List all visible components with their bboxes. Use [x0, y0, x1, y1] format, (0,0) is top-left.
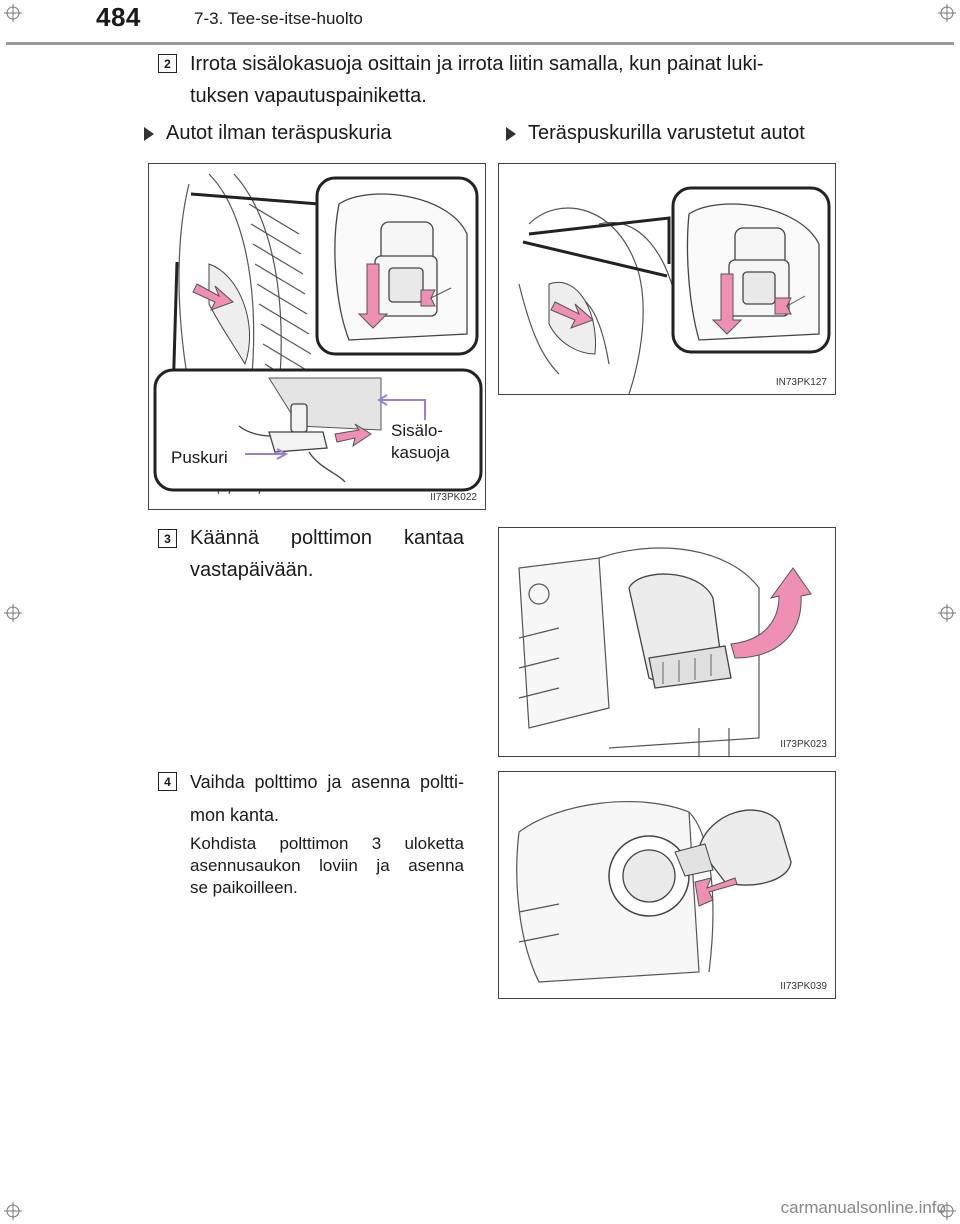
bulb-base-illustration [518, 547, 812, 756]
step-3-instruction: Käännä polttimon kantaa vastapäivään. [190, 522, 464, 586]
step-2-line-1: Irrota sisälokasuoja osittain ja irrota … [190, 53, 764, 75]
figure-turn-bulb-base: II73PK023 [498, 527, 836, 757]
subheading-without-steel-bumper: Autot ilman teräspuskuria [144, 122, 392, 145]
crop-mark-icon [938, 1202, 956, 1220]
crop-mark-icon [4, 1202, 22, 1220]
connector-illustration [518, 186, 831, 394]
subheading-with-steel-bumper: Teräspuskurilla varustetut autot [506, 122, 805, 145]
step-4-note: Kohdista polttimon 3 uloketta asennusauk… [190, 833, 464, 899]
step-4-line-1: Vaihda polttimo ja asenna poltti- [190, 772, 464, 792]
step-badge: 4 [158, 772, 177, 791]
label-inner-liner-line-1: Sisälo- [391, 421, 443, 440]
subheading-label: Teräspuskurilla varustetut autot [528, 122, 805, 144]
figure-replace-bulb: II73PK039 [498, 771, 836, 999]
step-4-line-2: mon kanta. [190, 805, 280, 825]
crop-mark-icon [4, 604, 22, 622]
triangle-bullet-icon [144, 126, 154, 141]
step-4-note-line-2: asennusaukon loviin ja asenna [190, 856, 464, 875]
step-badge: 3 [158, 529, 177, 548]
figure-code: IN73PK127 [775, 377, 827, 388]
step-4-note-line-1: Kohdista polttimon 3 uloketta [190, 834, 464, 853]
step-2-instruction: Irrota sisälokasuoja osittain ja irrota … [190, 48, 840, 112]
triangle-bullet-icon [506, 126, 516, 141]
crop-mark-icon [938, 604, 956, 622]
figure-connector-steel-bumper: IN73PK127 [498, 163, 836, 395]
label-bumper: Puskuri [171, 448, 228, 467]
crop-mark-icon [4, 4, 22, 22]
step-3-line-1: Käännä polttimon kantaa [190, 527, 464, 549]
step-4-instruction: Vaihda polttimo ja asenna poltti- mon ka… [190, 766, 464, 832]
crop-mark-icon [938, 4, 956, 22]
replace-bulb-illustration [516, 800, 792, 983]
step-4-note-line-3: se paikoilleen. [190, 878, 298, 897]
label-inner-liner-line-2: kasuoja [391, 443, 450, 462]
step-2-line-2: tuksen vapautuspainiketta. [190, 85, 427, 107]
label-inner-liner: Sisälo- kasuoja [391, 420, 450, 464]
header-rule [6, 42, 954, 45]
figure-code: II73PK039 [780, 981, 827, 992]
figure-code: II73PK023 [780, 739, 827, 750]
page-number: 484 [96, 2, 141, 32]
step-badge: 2 [158, 54, 177, 73]
section-title: 7-3. Tee-se-itse-huolto [194, 9, 363, 28]
step-3-line-2: vastapäivään. [190, 559, 314, 581]
figure-connector-no-steel-bumper: Puskuri Sisälo- kasuoja II73PK022 [148, 163, 486, 510]
subheading-label: Autot ilman teräspuskuria [166, 122, 392, 144]
figure-code: II73PK022 [430, 492, 477, 503]
connector-illustration [153, 173, 483, 495]
footer-watermark: carmanualsonline.info [780, 1198, 946, 1217]
